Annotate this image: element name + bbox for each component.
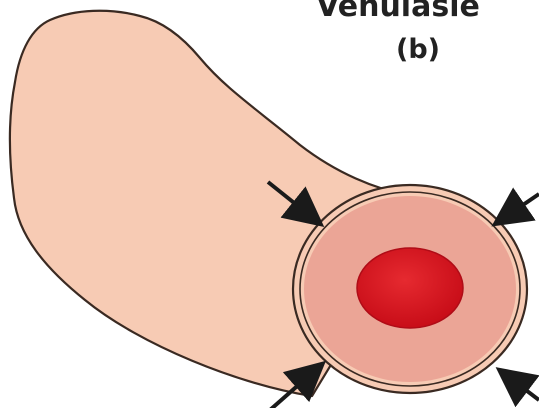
- vessel-lumen: [357, 248, 463, 328]
- arrow-bottom-right: [502, 372, 539, 400]
- top-label-fragment: Venuiasie: [316, 0, 480, 24]
- panel-label: (b): [396, 34, 440, 65]
- arrow-top-right: [498, 194, 539, 222]
